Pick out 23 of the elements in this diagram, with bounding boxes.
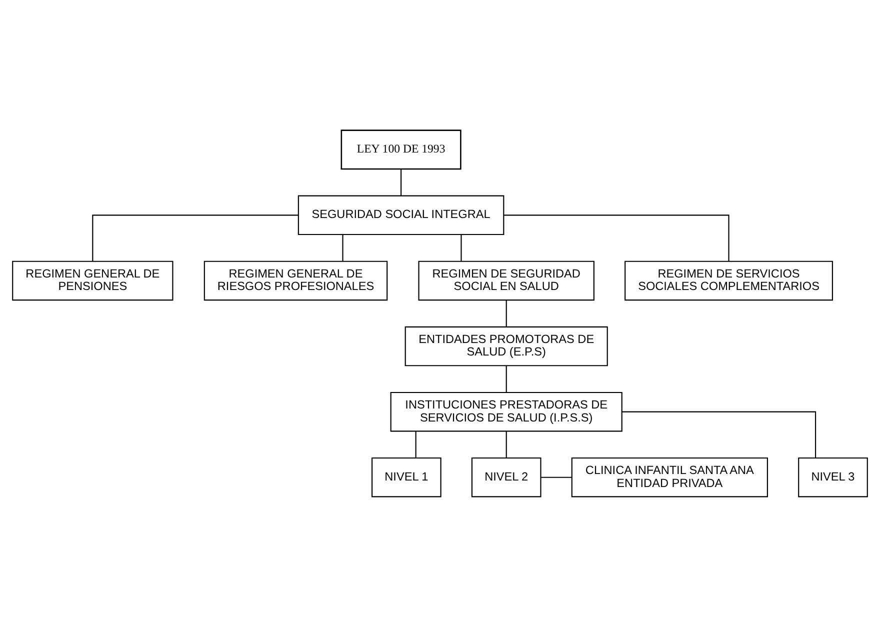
connector: [506, 430, 507, 458]
node-box: NIVEL 3: [798, 456, 868, 497]
node-box: NIVEL 1: [372, 456, 442, 497]
node-box: REGIMEN DE SERVICIOS SOCIALES COMPLEMENTARIOS: [624, 260, 833, 300]
connector: [506, 365, 507, 392]
connector: [400, 168, 402, 196]
connector: [504, 214, 730, 261]
node-box: REGIMEN GENERAL DE RIESGOS PROFESIONALES: [204, 260, 388, 300]
node-box: CLINICA INFANTIL SANTA ANA ENTIDAD PRIVADA: [571, 456, 768, 497]
connector: [92, 214, 298, 261]
node-box: REGIMEN GENERAL DE PENSIONES: [12, 260, 174, 300]
node-box: ENTIDADES PROMOTORAS DE SALUD (E.P.S): [404, 326, 608, 366]
node-box: LEY 100 DE 1993: [340, 129, 462, 170]
connector: [415, 430, 416, 458]
connector: [541, 476, 572, 478]
connector: [622, 410, 816, 458]
node-box: NIVEL 2: [471, 456, 542, 497]
connector: [342, 234, 344, 261]
connector: [506, 300, 507, 326]
node-box: SEGURIDAD SOCIAL INTEGRAL: [298, 194, 504, 235]
connector: [460, 234, 462, 261]
node-box: REGIMEN DE SEGURIDAD SOCIAL EN SALUD: [418, 260, 594, 300]
node-box: INSTITUCIONES PRESTADORAS DE SERVICIOS DE SALUD (I.P.S.S): [390, 391, 622, 432]
